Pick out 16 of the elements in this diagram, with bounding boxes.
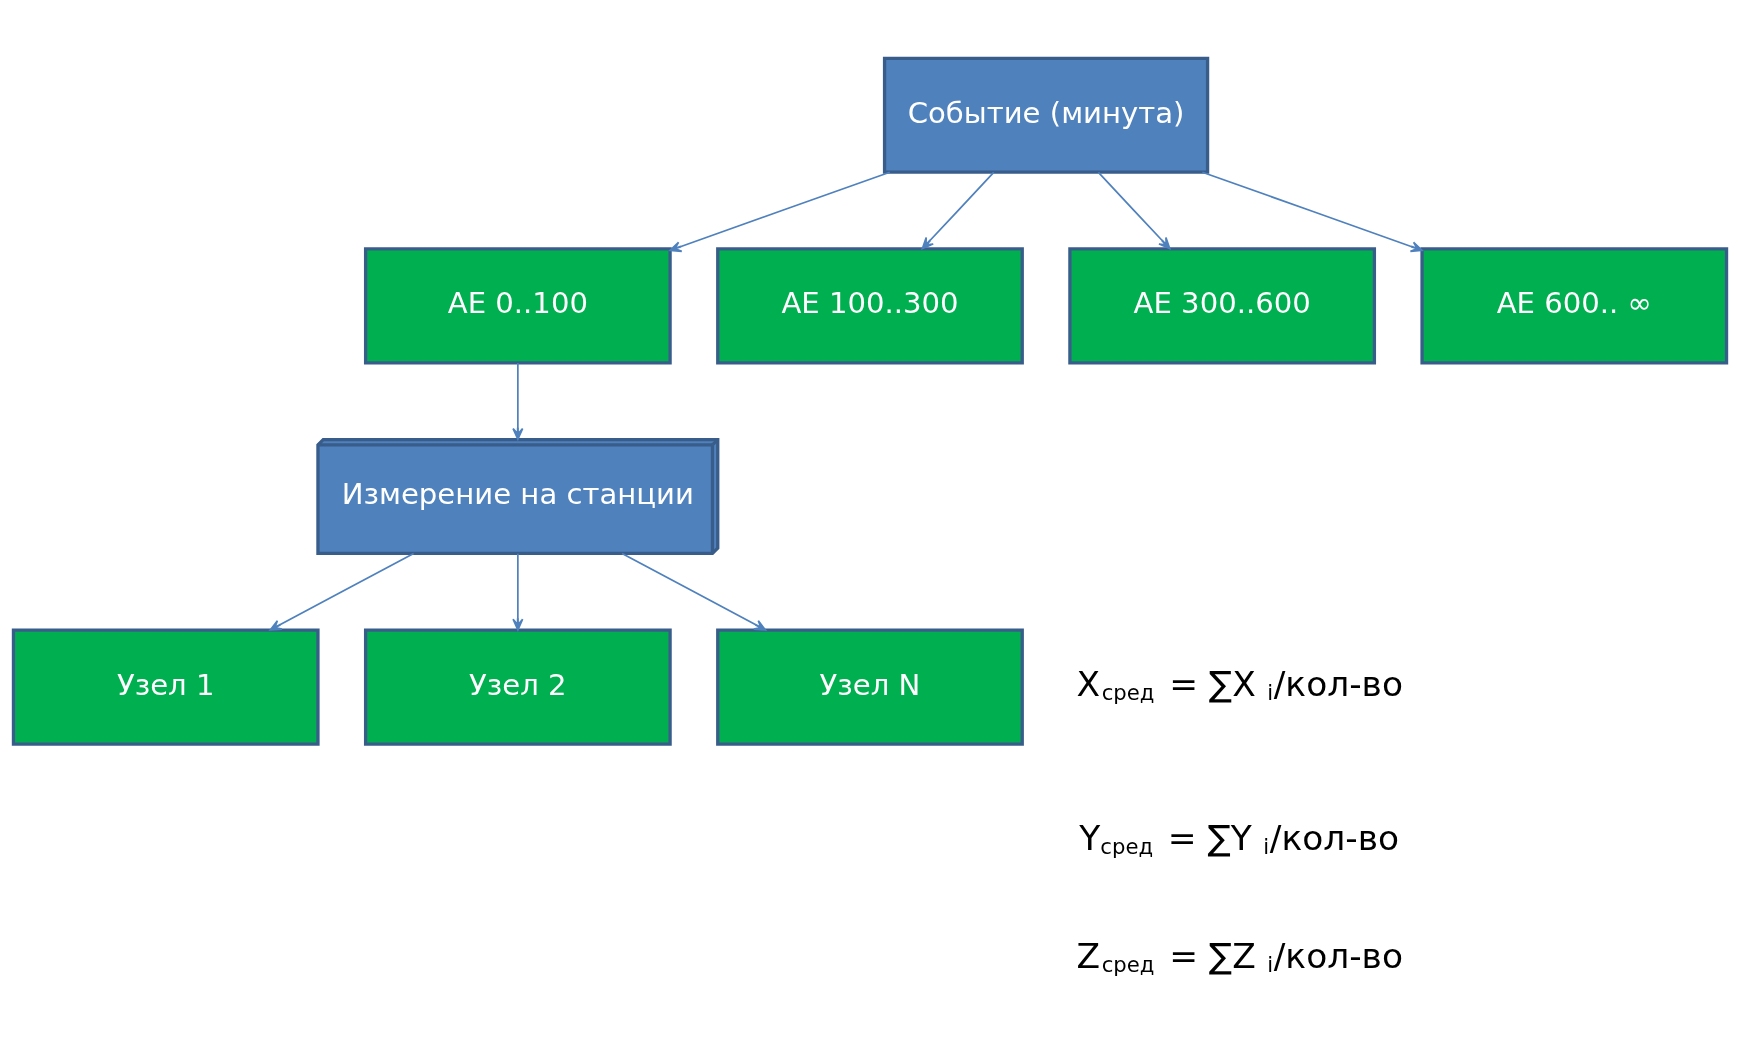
node-box: Узел 1 (11, 628, 320, 746)
arrow (669, 171, 891, 253)
arrow (1097, 171, 1171, 250)
arrow (269, 552, 415, 631)
arrow (1201, 171, 1423, 253)
arrow (621, 552, 767, 631)
node-box: AE 100..300 (716, 247, 1024, 365)
node-box: Узел N (716, 628, 1024, 746)
node-box: AE 300..600 (1068, 247, 1377, 365)
node-box: AE 600.. ∞ (1420, 247, 1729, 365)
arrow (921, 171, 995, 250)
node-box: Узел 2 (363, 628, 672, 746)
node-box: AE 0..100 (363, 247, 672, 365)
arrow (512, 362, 524, 441)
arrow (512, 552, 524, 631)
node-box: Событие (минута) (882, 56, 1210, 174)
